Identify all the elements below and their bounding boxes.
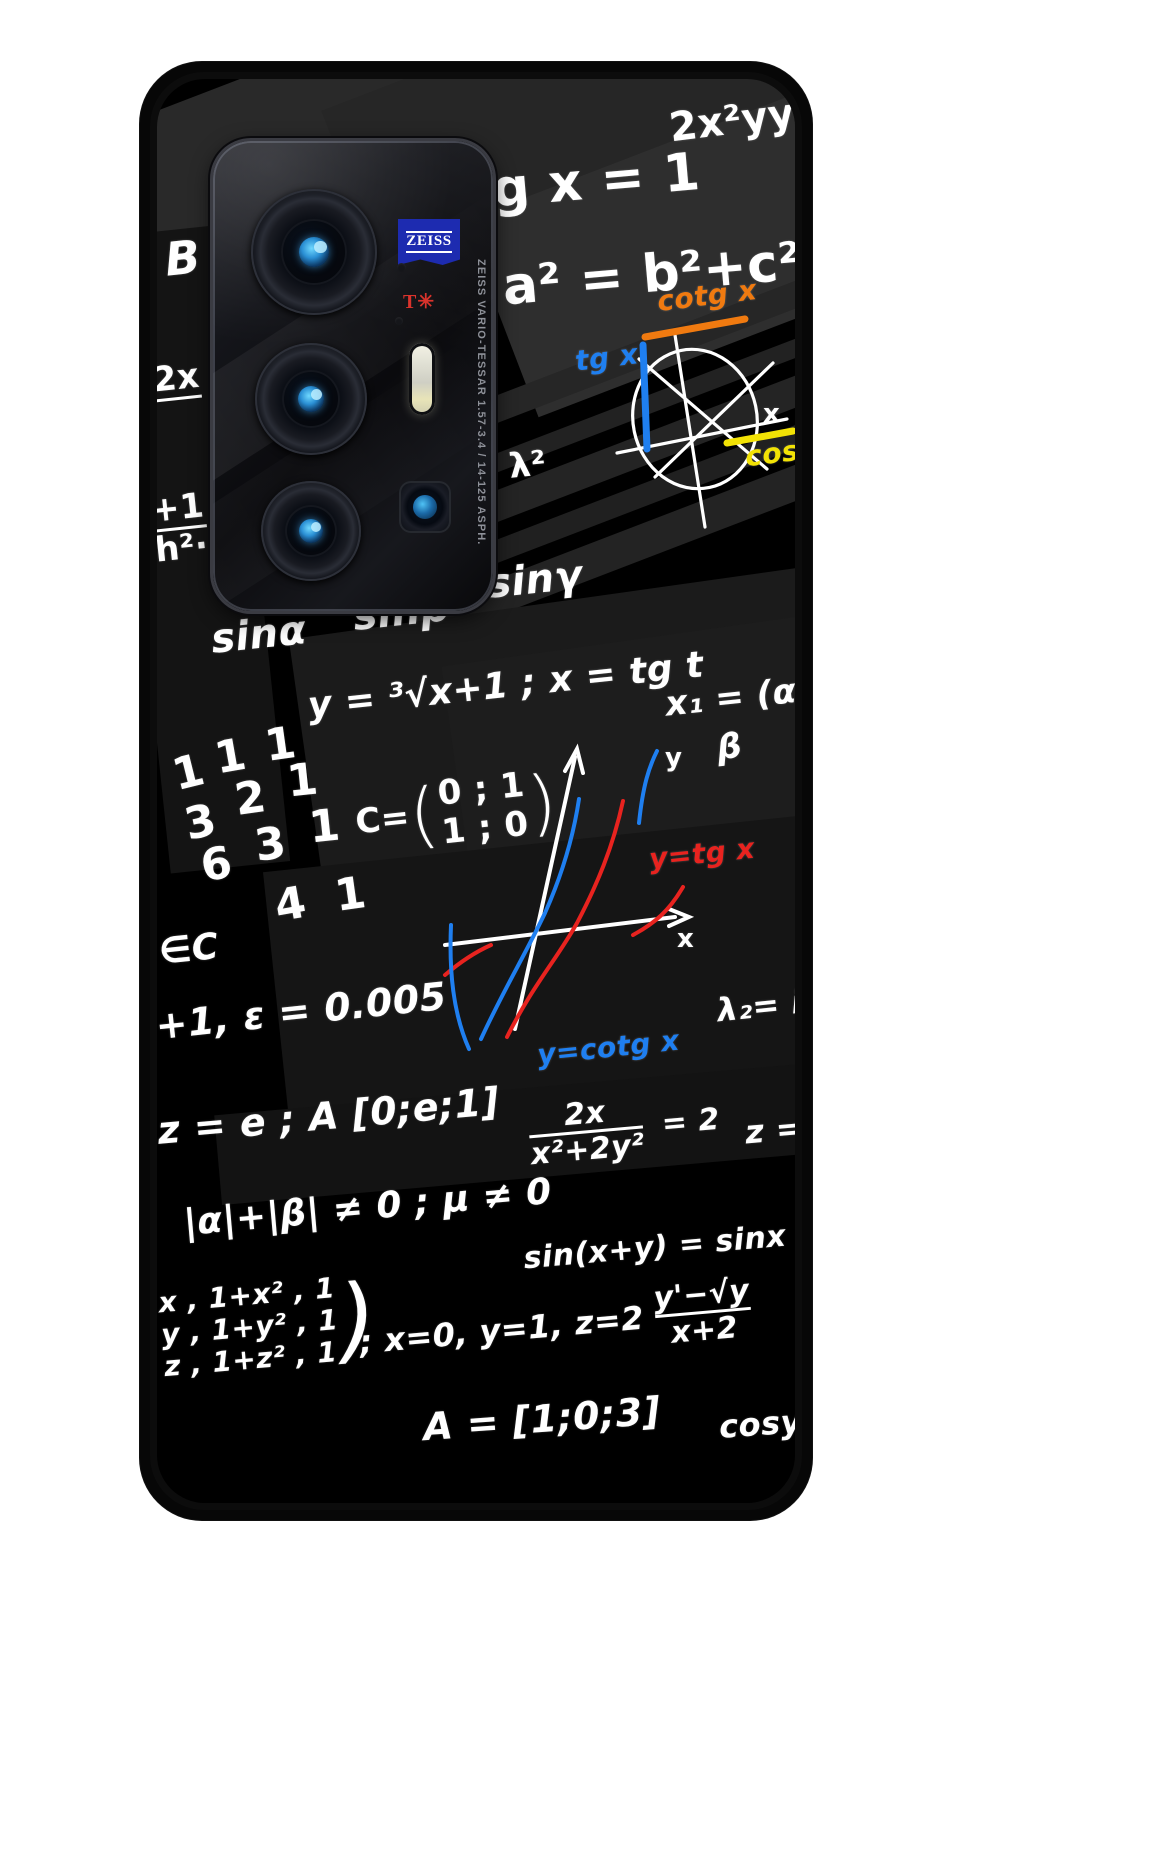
- formula-determinant-solution: ; x=0, y=1, z=2: [357, 1298, 646, 1362]
- formula-y-prime-fraction: y'−√y x+2: [652, 1272, 754, 1350]
- tangent-cotangent-graph: [443, 743, 695, 1051]
- trig-unit-circle-diagram: [615, 315, 795, 529]
- frac-equals: = 2: [660, 1101, 722, 1142]
- tg-segment: [639, 341, 651, 453]
- lens-glass: [281, 219, 347, 285]
- frac-numerator: 2x: [157, 355, 202, 401]
- circle-secant-1: [637, 357, 769, 471]
- formula-in-set-c: ∈C: [157, 925, 221, 974]
- trig-label-x-axis: x: [763, 399, 781, 429]
- graph-x-axis: [443, 915, 677, 947]
- lens-flare: [297, 385, 325, 413]
- frac-numerator: y'−√y: [652, 1272, 751, 1317]
- aux-sensor-glass: [413, 495, 437, 519]
- formula-x1-beta: β: [714, 725, 744, 769]
- lens-specification-text: ZEISS VARIO-TESSAR 1.57-3.4 / 14-125 ASP…: [475, 259, 487, 546]
- circle-secant-2: [653, 361, 775, 479]
- formula-lambda2: λ₂= i: [715, 982, 795, 1030]
- frac-numerator: +1: [157, 485, 207, 531]
- phone-case-artwork: 2x²yy' g x = 1 a² = b²+c²−2 B 2x +1 h²· …: [157, 79, 795, 1503]
- lens-glass: [281, 369, 341, 429]
- formula-left-fraction-1: 2x: [157, 355, 206, 439]
- formula-sin-sum: sin(x+y) = sinx cos: [522, 1213, 795, 1277]
- graph-y-axis-label: y: [665, 743, 683, 773]
- camera-lens-ultrawide: [255, 343, 367, 455]
- formula-b-letter: B: [162, 229, 204, 287]
- circle-vertical-axis: [673, 333, 707, 529]
- curve-tangent-2: [631, 885, 685, 937]
- graph-x-arrow: [667, 907, 695, 928]
- camera-module: ZEISS T✳ ZEISS VARIO-TESSAR 1.57-3.4 / 1…: [213, 141, 493, 611]
- cotg-segment: [641, 315, 749, 341]
- led-flash-icon: [409, 343, 435, 415]
- camera-lens-main: [251, 189, 377, 315]
- formula-lambda-squared: λ²: [507, 443, 549, 487]
- curve-cotangent-3: [637, 749, 659, 825]
- lens-glass: [285, 505, 337, 557]
- zeiss-logo-text: ZEISS: [406, 231, 452, 253]
- cos-segment: [723, 427, 795, 447]
- curve-tangent-1: [505, 799, 625, 1039]
- curve-cotangent-2: [448, 923, 471, 1051]
- frac-denominator: [157, 394, 206, 439]
- frac-denominator: h²·: [157, 523, 210, 570]
- trig-label-cos: cos: [743, 433, 795, 474]
- lens-flare: [299, 519, 323, 543]
- scatter-digit: 1: [306, 799, 343, 854]
- formula-determinant: x , 1+x² , 1 y , 1+y² , 1 z , 1+z² , 1 ): [157, 1263, 381, 1389]
- curve-tangent-3: [443, 943, 493, 977]
- scatter-digit: 1: [284, 753, 321, 808]
- graph-y-arrow: [563, 743, 585, 775]
- camera-lens-telephoto: [261, 481, 361, 581]
- lens-flare: [298, 236, 330, 268]
- graph-y-axis: [513, 755, 577, 1031]
- formula-left-fraction-2: +1 h²·: [157, 485, 210, 570]
- camera-sensor-dot: [397, 263, 406, 272]
- graph-x-axis-label: x: [677, 924, 695, 954]
- camera-periscope-sensor: [399, 481, 451, 533]
- formula-a-vector: A = [1;0;3]: [421, 1388, 662, 1450]
- zeiss-tstar-coating-mark: T✳: [403, 291, 436, 313]
- zeiss-logo-icon: ZEISS: [398, 219, 460, 265]
- formula-z-equals: z =: [743, 1108, 795, 1152]
- matrix-label: C=: [353, 796, 412, 842]
- unit-circle: [631, 347, 759, 491]
- formula-cos-y: cosy: [717, 1402, 795, 1446]
- camera-sensor-dot: [395, 317, 403, 325]
- curve-cotangent-1: [479, 797, 581, 1041]
